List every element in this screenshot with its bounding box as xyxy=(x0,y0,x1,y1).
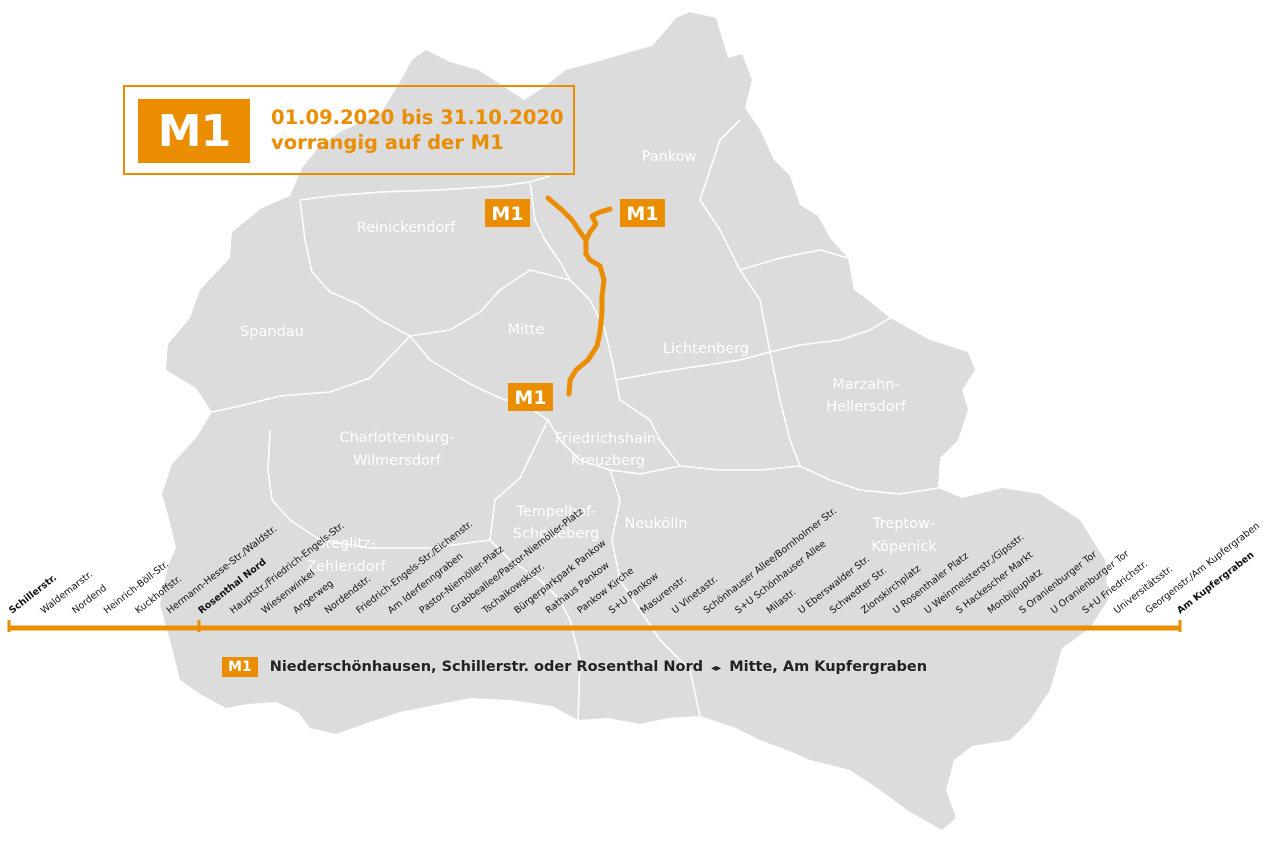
m1-route-branch xyxy=(583,206,613,243)
district-label-kreuzberg: Kreuzberg xyxy=(571,453,645,469)
svg-text:M1: M1 xyxy=(491,203,523,225)
m1-route-line xyxy=(545,195,607,397)
legend: M1 Niederschönhausen, Schillerstr. oder … xyxy=(222,657,927,677)
district-label-koepenick: Köpenick xyxy=(871,539,937,555)
district-label-hellersdorf: Hellersdorf xyxy=(826,399,906,415)
legend-from: Niederschönhausen, Schillerstr. oder Ros… xyxy=(269,659,704,675)
district-label-marzahn: Marzahn- xyxy=(832,377,899,393)
route-badge-mitte: M1 xyxy=(508,383,553,411)
route-badge-pankow: M1 xyxy=(620,199,665,227)
svg-text:M1: M1 xyxy=(626,203,658,225)
district-label-wilmersdorf: Wilmersdorf xyxy=(353,453,442,469)
legend-text: Niederschönhausen, Schillerstr. oder Ros… xyxy=(270,659,927,675)
district-label-tempelhof: Tempelhof- xyxy=(515,504,595,520)
district-label-friedrichshain: Friedrichshain- xyxy=(555,431,662,447)
district-label-steglitz: Steglitz- xyxy=(316,536,376,552)
district-label-schoeneberg: Schöneberg xyxy=(513,526,599,542)
legend-arrow-icon: ◂▸ xyxy=(711,663,722,674)
district-label-treptow: Treptow- xyxy=(872,516,935,532)
notice-date-range: 01.09.2020 bis 31.10.2020 xyxy=(271,106,564,129)
notice-box: M1 01.09.2020 bis 31.10.2020 vorrangig a… xyxy=(123,85,575,175)
district-label-spandau: Spandau xyxy=(240,324,304,340)
legend-line-badge: M1 xyxy=(222,657,258,677)
district-label-charlottenburg: Charlottenburg- xyxy=(339,430,454,446)
district-label-mitte: Mitte xyxy=(508,322,545,338)
district-label-pankow: Pankow xyxy=(642,149,697,165)
district-label-neukoelln: Neukölln xyxy=(625,516,688,532)
district-label-reinickendorf: Reinickendorf xyxy=(357,220,457,236)
notice-line-badge: M1 xyxy=(138,99,250,163)
legend-to: Mitte, Am Kupfergraben xyxy=(729,659,928,675)
notice-note: vorrangig auf der M1 xyxy=(271,131,504,154)
district-label-zehlendorf: Zehlendorf xyxy=(306,559,386,575)
svg-text:M1: M1 xyxy=(514,387,546,409)
notice-text: 01.09.2020 bis 31.10.2020 vorrangig auf … xyxy=(271,105,564,155)
district-borders xyxy=(211,119,939,721)
route-badge-reinickendorf: M1 xyxy=(485,199,530,227)
district-label-lichtenberg: Lichtenberg xyxy=(663,341,749,357)
